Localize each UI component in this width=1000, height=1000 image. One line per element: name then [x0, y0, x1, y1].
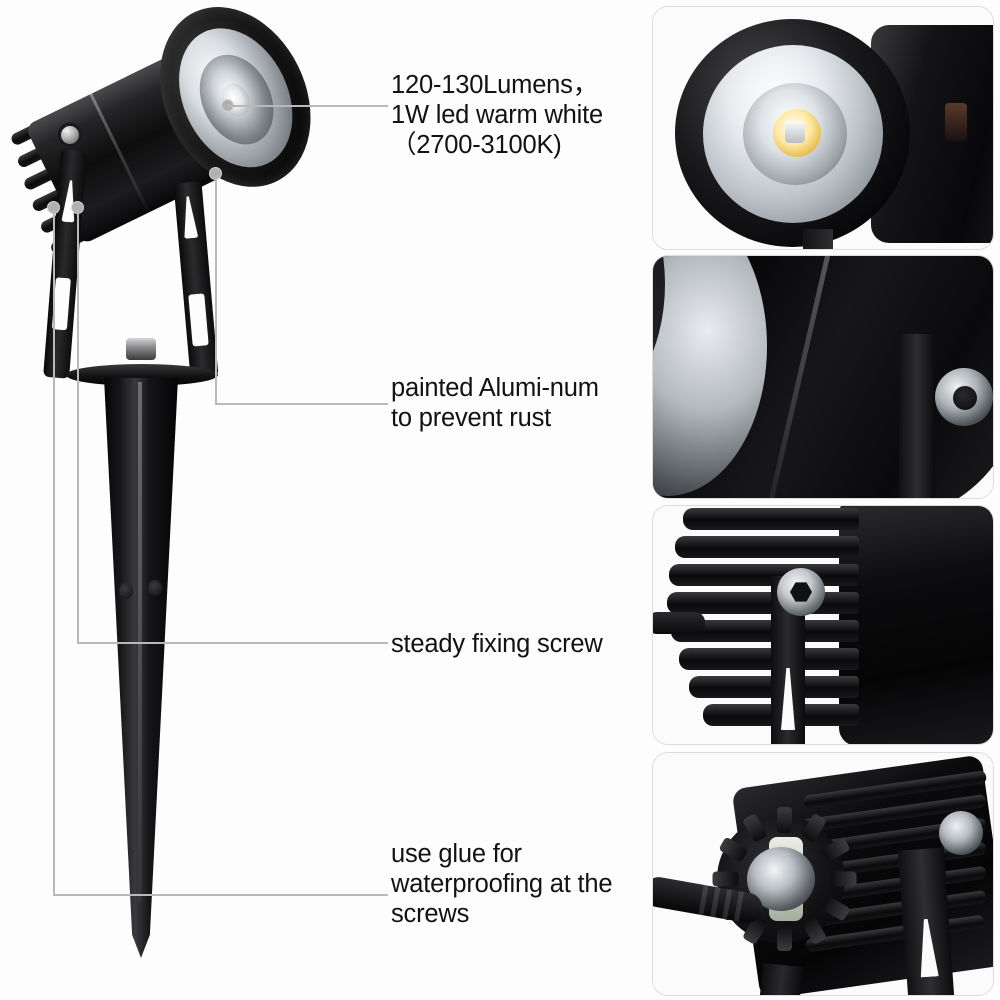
panel-gland-photo — [653, 753, 993, 995]
detail-panel-lens — [652, 6, 994, 250]
hero-product-image — [0, 0, 400, 1000]
detail-panel-body — [652, 255, 994, 499]
led-emitter — [216, 79, 255, 122]
callout-glue: use glue for waterproofing at the screws — [391, 840, 613, 928]
panel-body-photo — [653, 256, 993, 498]
leader-line-body-h — [215, 403, 388, 405]
reflector — [185, 42, 288, 157]
leader-line-screw-h — [77, 642, 388, 644]
callout-screw: steady fixing screw — [391, 630, 603, 658]
callout-dot-lens — [222, 100, 233, 111]
callout-lumens: 120-130Lumens， 1W led warm white （2700-3… — [391, 71, 603, 159]
spike-collar — [66, 364, 218, 386]
leader-line-glue-h — [53, 894, 388, 896]
leader-line-lens — [228, 105, 388, 107]
leader-line-screw-v — [77, 210, 79, 642]
spike-stud-left — [119, 583, 133, 599]
callout-dot-screw — [72, 202, 83, 213]
panel-lens-photo — [653, 7, 993, 249]
base-fixing-screw — [126, 338, 156, 360]
leader-line-body-v — [215, 176, 217, 404]
detail-panel-finsscrew — [652, 505, 994, 745]
detail-panel-gland — [652, 752, 994, 996]
callout-material: painted Alumi-num to prevent rust — [391, 374, 599, 432]
leader-line-glue-v — [53, 210, 55, 894]
callout-dot-body — [210, 168, 221, 179]
callout-dot-glue — [48, 202, 59, 213]
panel-finsscrew-photo — [653, 506, 993, 744]
pivot-screw-left — [57, 122, 83, 148]
spike-stud-right — [148, 580, 162, 596]
